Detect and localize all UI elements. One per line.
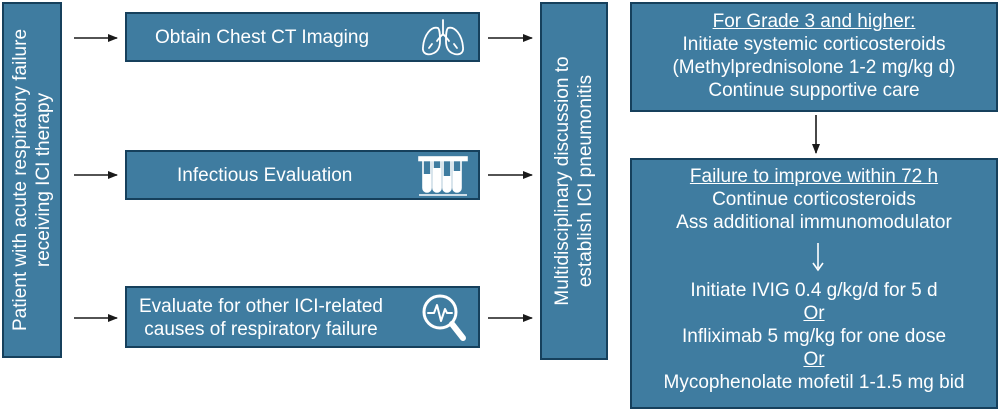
discussion-box: Multidisciplinary discussion to establis… — [540, 2, 608, 360]
patient-box: Patient with acute respiratory failure r… — [2, 2, 62, 358]
lungs-icon — [422, 19, 464, 56]
failure-box: Failure to improve within 72 h Continue … — [630, 158, 998, 409]
grade3-line: Continue supportive care — [708, 80, 920, 101]
treatment-option: Infliximab 5 mg/kg for one dose — [681, 326, 947, 347]
infectious-evaluation-label: Infectious Evaluation — [177, 165, 353, 186]
magnifier-pulse-icon — [422, 294, 466, 341]
discussion-label: Multidisciplinary discussion to establis… — [552, 56, 596, 306]
treatment-option: Mycophenolate mofetil 1-1.5 mg bid — [663, 372, 965, 393]
or-separator: Or — [803, 349, 825, 370]
failure-line: Ass additional immunomodulator — [676, 212, 952, 233]
grade3-box: For Grade 3 and higher: Initiate systemi… — [630, 2, 998, 112]
failure-heading: Failure to improve within 72 h — [689, 166, 939, 187]
down-arrow-icon — [812, 243, 824, 272]
treatment-option: Initiate IVIG 0.4 g/kg/d for 5 d — [690, 280, 938, 301]
patient-label: Patient with acute respiratory failure r… — [10, 28, 54, 332]
chest-ct-label: Obtain Chest CT Imaging — [155, 27, 370, 48]
grade3-heading: For Grade 3 and higher: — [712, 11, 916, 32]
grade3-line: Initiate systemic corticosteroids — [682, 34, 946, 55]
other-causes-label: Evaluate for other ICI-related causes of… — [139, 296, 383, 340]
test-tubes-icon — [418, 156, 468, 196]
chest-ct-box: Obtain Chest CT Imaging — [125, 12, 480, 62]
other-causes-box: Evaluate for other ICI-related causes of… — [125, 286, 480, 348]
grade3-line: (Methylprednisolone 1-2 mg/kg d) — [672, 57, 956, 78]
failure-line: Continue corticosteroids — [712, 189, 916, 210]
or-separator: Or — [803, 303, 825, 324]
infectious-evaluation-box: Infectious Evaluation — [125, 150, 480, 200]
